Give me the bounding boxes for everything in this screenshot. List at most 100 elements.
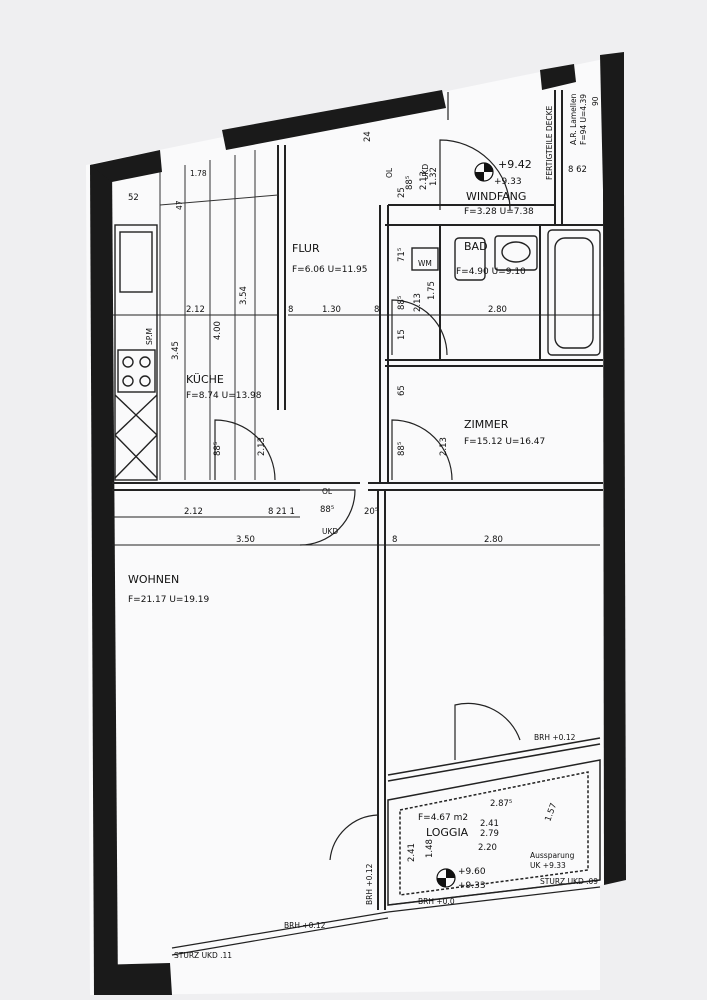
dimension-labels: 2.12 1.30 2.80 2.12 3.50 2.80 52 8 8 8 8… (128, 165, 587, 853)
dim-8-a: 8 (288, 305, 293, 315)
room-flur-name: FLUR (292, 242, 320, 255)
door-loggia (454, 702, 521, 760)
room-zimmer-area: F=15.12 U=16.47 (464, 437, 545, 447)
room-kueche-name: KÜCHE (186, 373, 224, 386)
room-loggia-name: LOGGIA (426, 826, 469, 839)
level-labels: +9.42 +9.33 +9.60 +9.33 (458, 158, 532, 891)
dim-212-top: 2.12 (186, 305, 205, 315)
dim-132: 1.32 (429, 167, 439, 186)
room-labels: FLUR F=6.06 U=11.95 KÜCHE F=8.74 U=13.98… (128, 190, 545, 839)
room-bad-name: BAD (464, 240, 488, 253)
dim-345: 3.45 (171, 341, 181, 360)
toilet (454, 237, 486, 281)
mark-sturz-right: STURZ UKD .09 (540, 877, 598, 886)
room-loggia-area: F=4.67 m2 (418, 813, 468, 823)
dim-241-loggia: 2.41 (407, 843, 417, 862)
mark-brh-bottom: BRH +0.12 (284, 921, 326, 930)
dim-885-zimmer: 88⁵ (397, 442, 407, 456)
level-loggia-main: +9.60 (458, 867, 486, 877)
door-zimmer (391, 419, 453, 481)
wall-top-left (90, 150, 162, 182)
dim-212-mid: 2.12 (184, 507, 203, 517)
dim-175: 1.75 (427, 281, 437, 300)
room-windfang-name: WINDFANG (466, 190, 526, 203)
dim-178: 1.78 (190, 169, 207, 178)
dim-280-top: 2.80 (488, 305, 507, 315)
wall-right-upper (600, 52, 624, 190)
dim-885-wohnen: 88⁵ (320, 505, 334, 515)
mark-sturz-left: STURZ UKD .11 (174, 951, 232, 960)
level-top-main: +9.42 (498, 158, 532, 171)
dim-15: 15 (397, 329, 407, 340)
door-kueche (214, 419, 276, 481)
sink (119, 231, 153, 293)
interior-walls (112, 90, 603, 910)
dim-279: 2.79 (480, 829, 499, 839)
dim-400: 4.00 (213, 321, 223, 340)
level-top-sub: +9.33 (494, 177, 522, 187)
door-windfang (439, 139, 511, 211)
bathtub (547, 229, 601, 356)
room-zimmer-name: ZIMMER (464, 418, 509, 431)
dim-885-kueche: 88⁵ (213, 442, 223, 456)
door-loggia-left (329, 814, 379, 861)
dim-715: 71⁵ (397, 248, 407, 262)
bathroom-fixtures (411, 229, 601, 356)
bottom-window-band (171, 879, 601, 956)
dim-130: 1.30 (322, 305, 341, 315)
wall-bottom (94, 963, 172, 995)
room-flur-area: F=6.06 U=11.95 (292, 265, 368, 275)
wall-right (603, 190, 626, 885)
dim-52: 52 (128, 193, 139, 203)
room-windfang-area: F=3.28 U=7.38 (464, 207, 534, 217)
mark-wm: WM (418, 259, 432, 268)
dim-8-c: 8 (268, 507, 273, 517)
outer-walls (90, 52, 626, 995)
dim-354: 3.54 (239, 286, 249, 305)
mark-sp-m: SP.M (145, 328, 154, 345)
counter-block (114, 224, 158, 481)
dim-8-b: 8 (374, 305, 379, 315)
mark-aussparung: Aussparung (530, 851, 575, 860)
dim-148: 1.48 (425, 839, 435, 858)
door-wohnen (299, 489, 356, 546)
doors (214, 92, 521, 861)
wm-box (411, 247, 439, 271)
dim-280-mid: 2.80 (484, 535, 503, 545)
dim-2111: 21 1 (276, 507, 295, 517)
wall-top-middle (222, 90, 446, 150)
room-wohnen-name: WOHNEN (128, 573, 179, 586)
dim-220: 2.20 (478, 843, 497, 853)
room-bad-area: F=4.90 U=9.10 (456, 267, 526, 277)
dim-350: 3.50 (236, 535, 255, 545)
dim-862: 8 62 (568, 165, 587, 175)
dim-213-windfang: 2.13 (419, 171, 429, 190)
wall-left (90, 162, 118, 995)
level-loggia-sub: +9.33 (458, 881, 486, 891)
dim-213-kueche: 2.13 (257, 437, 267, 456)
mark-f94: F=94 U=4.39 (579, 94, 588, 145)
wall-top-right (540, 64, 576, 90)
dim-47: 47 (175, 200, 184, 210)
dim-65: 65 (397, 385, 407, 396)
kitchen-counter (114, 224, 158, 481)
level-marker-loggia (436, 868, 456, 888)
staircase (159, 150, 279, 480)
mark-ol-top: OL (385, 167, 394, 178)
mark-lamellen: A.R. Lamellen (569, 93, 578, 145)
mark-brh-top: BRH +0.12 (534, 733, 576, 742)
dim-287: 2.87⁵ (490, 799, 512, 809)
washbasin (494, 235, 538, 271)
dim-885-windfang: 88⁵ (405, 176, 415, 190)
dim-24: 24 (363, 131, 373, 142)
dim-241: 2.41 (480, 819, 499, 829)
room-wohnen-area: F=21.17 U=19.19 (128, 595, 210, 605)
dim-90: 90 (591, 96, 600, 106)
mark-fertigdecke: FERTIGTEILE DECKE (545, 105, 554, 180)
dim-213-zimmer: 2.13 (439, 437, 449, 456)
dim-213-flur: 2.13 (413, 293, 423, 312)
mark-brh-loggia: BRH +0.0 (418, 897, 455, 906)
mark-aussparung-uk: UK +9.33 (530, 861, 566, 870)
mark-ukd-top: UKD (421, 164, 430, 180)
